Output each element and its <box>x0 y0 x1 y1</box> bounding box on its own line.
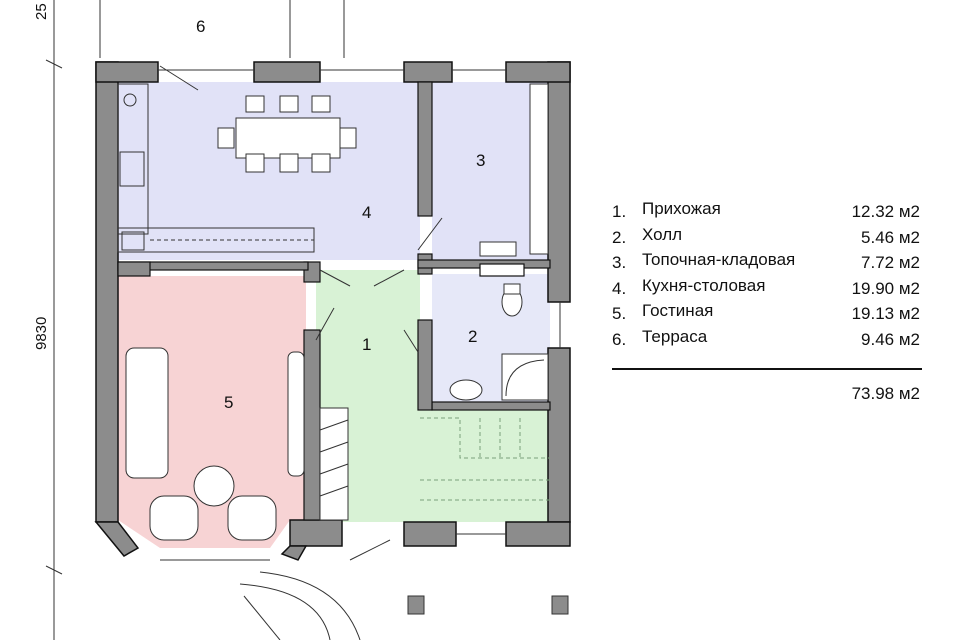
inner-walls <box>117 81 551 521</box>
room-label-3: 3 <box>476 151 485 170</box>
legend-room-area: 12.32 м2 <box>851 202 920 221</box>
door-swings <box>159 65 443 561</box>
legend-room-name: Кухня-столовая <box>642 275 766 295</box>
room-label-5: 5 <box>224 393 233 412</box>
legend-num: 5. <box>612 304 627 324</box>
legend-row: 3. Топочная-кладовая 7.72 м2 <box>612 249 922 275</box>
legend-room-name: Гостиная <box>642 301 714 321</box>
legend-room-name: Холл <box>642 224 683 244</box>
area-legend: 1. Прихожая 12.32 м2 2. Холл 5.46 м2 3. … <box>612 198 922 403</box>
legend-row: 2. Холл 5.46 м2 <box>612 224 922 250</box>
room-label-1: 1 <box>362 335 371 354</box>
stairs-fill <box>418 410 550 522</box>
room-label-6: 6 <box>196 17 205 36</box>
room-label-2: 2 <box>468 327 477 346</box>
room-label-4: 4 <box>362 203 371 222</box>
dining-table <box>217 95 357 173</box>
legend-num: 2. <box>612 227 627 247</box>
legend-room-area: 19.90 м2 <box>851 278 920 298</box>
room-4-kitchen-fill <box>118 82 420 260</box>
legend-total-area: 73.98 м2 <box>851 384 920 403</box>
legend-row: 4. Кухня-столовая 19.90 м2 <box>612 275 922 301</box>
outer-walls <box>94 61 571 561</box>
legend-num: 1. <box>612 202 627 221</box>
kitchen-counter <box>117 83 315 253</box>
dimension-lines <box>45 0 63 640</box>
bathroom-fixtures <box>449 283 549 401</box>
living-furniture <box>125 347 305 541</box>
legend-room-area: 9.46 м2 <box>861 329 920 349</box>
boiler-equipment <box>479 83 549 257</box>
terrace-area <box>99 0 569 640</box>
legend-divider <box>612 368 922 370</box>
dimension-height-label: 9830 <box>33 317 50 350</box>
legend-room-area: 5.46 м2 <box>861 227 920 247</box>
dimension-top-label: 25 <box>33 3 50 20</box>
legend-row: 6. Терраса 9.46 м2 <box>612 326 922 352</box>
legend-room-area: 19.13 м2 <box>851 304 920 324</box>
room-5-living-fill <box>118 276 306 548</box>
legend-num: 4. <box>612 278 627 298</box>
legend-row: 1. Прихожая 12.32 м2 <box>612 198 922 224</box>
legend-room-area: 7.72 м2 <box>861 253 920 273</box>
legend-room-name: Терраса <box>642 326 708 346</box>
legend-room-name: Топочная-кладовая <box>642 250 796 270</box>
legend-room-name: Прихожая <box>642 199 721 218</box>
legend-row: 5. Гостиная 19.13 м2 <box>612 300 922 326</box>
entry-wardrobe <box>319 407 349 521</box>
legend-num: 3. <box>612 253 627 273</box>
windows <box>158 69 561 561</box>
legend-num: 6. <box>612 329 627 349</box>
stairs <box>420 417 550 501</box>
